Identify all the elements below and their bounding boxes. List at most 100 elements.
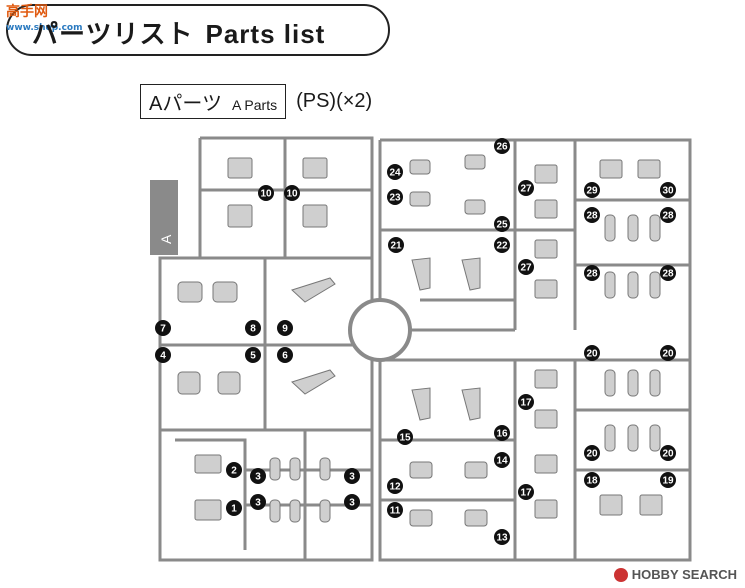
part-number-p28d: 28 [662,269,674,280]
part-number-p5: 5 [250,351,256,362]
part-marker-p27b [518,259,534,275]
part-marker-p26 [494,138,510,154]
header-box [6,4,390,56]
watermark-top-line1: 高手网 [6,4,48,20]
part-marker-p21 [388,237,404,253]
part-marker-p4 [155,347,171,363]
part-marker-p20b [660,345,676,361]
part-marker-p3d [344,494,360,510]
part-marker-p3a [250,468,266,484]
side-tab-letter: A [158,234,174,244]
side-tab [150,180,178,255]
part-marker-p1 [226,500,242,516]
part-shapes [177,154,663,527]
title-ja: パーツリスト [32,20,194,50]
part-number-p20c: 20 [586,449,598,460]
part-number-p11: 11 [390,506,401,517]
part-number-p6: 6 [282,351,288,362]
part-marker-p12 [387,478,403,494]
part-marker-p28b [660,207,676,223]
part-number-p25: 25 [496,220,508,231]
part-marker-p11 [387,502,403,518]
hobby-search-logo-icon [613,567,628,582]
watermark-top: 高手网 www.shop.com [6,4,83,36]
section-extra: (PS)(×2) [296,90,373,112]
part-marker-p13 [494,529,510,545]
part-marker-p8 [245,320,261,336]
part-number-p21: 21 [390,241,402,252]
part-marker-p9 [277,320,293,336]
part-marker-p29 [584,182,600,198]
part-number-p3b: 3 [349,472,355,483]
part-marker-p15 [397,429,413,445]
part-marker-p20d [660,445,676,461]
page-title: パーツリスト Parts list [32,14,325,51]
part-marker-p25 [494,216,510,232]
part-number-p3d: 3 [349,498,355,509]
part-marker-p20c [584,445,600,461]
part-number-p2: 2 [231,466,237,477]
part-marker-p2 [226,462,242,478]
part-number-p13: 13 [496,533,508,544]
part-marker-p22 [494,237,510,253]
part-number-p22: 22 [496,241,508,252]
part-marker-p24 [387,164,403,180]
part-number-p18: 18 [586,476,598,487]
section-label: Aパーツ A Parts (PS)(×2) [140,84,372,119]
footer-text: HOBBY SEARCH [631,567,737,582]
part-marker-p28a [584,207,600,223]
part-marker-p3c [250,494,266,510]
part-number-p17b: 17 [520,488,532,499]
part-marker-p30 [660,182,676,198]
part-marker-p5 [245,347,261,363]
part-number-p24: 24 [389,168,401,179]
part-number-p26: 26 [496,142,508,153]
part-number-p3a: 3 [255,472,261,483]
part-number-p17a: 17 [520,398,532,409]
part-number-p23: 23 [389,193,401,204]
part-marker-p14 [494,452,510,468]
part-marker-p18 [584,472,600,488]
part-number-p28b: 28 [662,211,674,222]
part-number-p4: 4 [160,351,166,362]
part-marker-p17a [518,394,534,410]
part-marker-p16 [494,425,510,441]
part-number-p19: 19 [662,476,674,487]
section-name: Aパーツ [149,93,222,115]
part-number-p8: 8 [250,324,256,335]
part-number-p14: 14 [496,456,508,467]
part-marker-p7 [155,320,171,336]
part-marker-p28d [660,265,676,281]
title-en: Parts list [205,19,326,49]
part-number-p29: 29 [586,186,598,197]
part-number-p1: 1 [231,504,237,515]
part-number-p27a: 27 [520,184,532,195]
part-marker-p28c [584,265,600,281]
part-number-p27b: 27 [520,263,532,274]
section-sub: A Parts [231,97,278,113]
section-box: Aパーツ A Parts [140,84,287,119]
part-number-p10b: 10 [286,189,298,200]
part-marker-p10a [258,185,274,201]
part-number-p9: 9 [282,324,288,335]
part-marker-p17b [518,484,534,500]
part-number-p16: 16 [496,429,508,440]
part-number-p3c: 3 [255,498,261,509]
part-marker-p6 [277,347,293,363]
part-number-p30: 30 [662,186,674,197]
part-number-p15: 15 [399,433,411,444]
runner-ring [348,298,412,362]
runner-frame [158,136,692,562]
part-marker-p19 [660,472,676,488]
part-marker-p27a [518,180,534,196]
part-number-p28c: 28 [586,269,598,280]
part-marker-p3b [344,468,360,484]
part-number-p20a: 20 [586,349,598,360]
part-number-p12: 12 [389,482,401,493]
part-marker-p10b [284,185,300,201]
part-number-p7: 7 [160,324,166,335]
part-number-p28a: 28 [586,211,598,222]
part-number-p10a: 10 [260,189,272,200]
